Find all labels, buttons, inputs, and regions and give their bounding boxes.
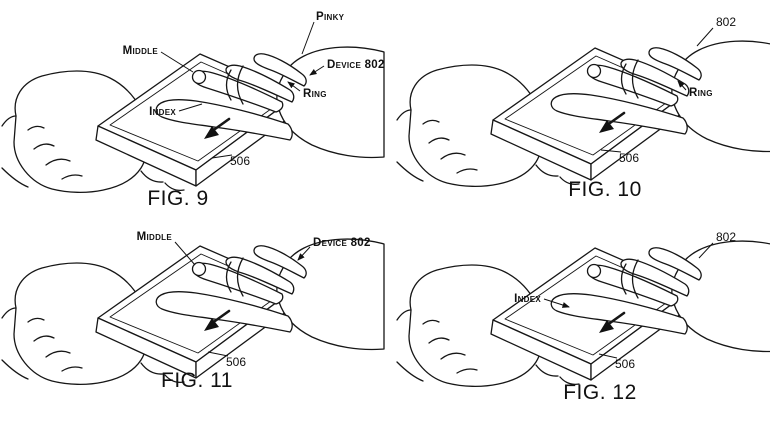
leader-arrow-device: [297, 246, 311, 261]
leader-line-506: [600, 149, 622, 153]
figure-10-drawing: 802 Ring 506 FIG. 10: [395, 15, 770, 201]
figure-12-drawing: 802 Index 506 FIG. 12: [395, 230, 770, 404]
figure-12-panel: 802 Index 506 FIG. 12: [385, 216, 770, 433]
leader-arrow-device: [309, 65, 325, 76]
leader-line-506: [207, 351, 229, 357]
ref-802-label: 802: [716, 230, 736, 244]
leader-arrow-ring: [677, 80, 687, 91]
figure-caption: FIG. 12: [563, 381, 637, 404]
figure-caption: FIG. 11: [161, 369, 233, 392]
leader-arrow-ring: [287, 81, 301, 92]
figure-10-panel: 802 Ring 506 FIG. 10: [385, 0, 770, 216]
ref-506-label: 506: [230, 154, 250, 168]
leader-line-506: [211, 154, 233, 159]
hand-device-drawing: [395, 239, 770, 388]
label-pinky: Pinky: [316, 11, 345, 23]
figure-caption: FIG. 9: [147, 187, 208, 210]
ref-506-label: 506: [226, 355, 246, 369]
leader-arrow-index: [543, 298, 570, 308]
leader-line-pinky: [301, 21, 315, 55]
figure-9-panel: Middle Pinky Device 802 Ring Index 506 F…: [0, 0, 385, 216]
hand-device-drawing: [0, 237, 385, 386]
ref-506-label: 506: [619, 151, 639, 165]
figure-9-drawing: Middle Pinky Device 802 Ring Index 506 F…: [0, 11, 385, 210]
figure-11-panel: Middle Device 802 506 FIG. 11: [0, 216, 385, 433]
ref-506-label: 506: [615, 357, 635, 371]
label-index: Index: [514, 293, 541, 305]
leader-line-802: [698, 242, 714, 259]
leader-line-middle: [160, 51, 194, 73]
ref-802-label: 802: [716, 15, 736, 29]
label-index: Index: [149, 106, 176, 118]
leader-line-506: [598, 353, 618, 359]
label-device-802: Device 802: [327, 59, 385, 71]
leader-line-index: [178, 103, 203, 112]
label-ring: Ring: [689, 87, 713, 99]
label-ring: Ring: [303, 88, 327, 100]
hand-device-drawing: [395, 39, 770, 188]
label-middle: Middle: [123, 45, 159, 57]
figure-caption: FIG. 10: [568, 178, 642, 201]
leader-line-middle: [174, 241, 196, 266]
leader-line-802: [696, 27, 714, 47]
label-device-802: Device 802: [313, 237, 371, 249]
figure-11-drawing: Middle Device 802 506 FIG. 11: [0, 231, 385, 392]
label-middle: Middle: [137, 231, 173, 243]
